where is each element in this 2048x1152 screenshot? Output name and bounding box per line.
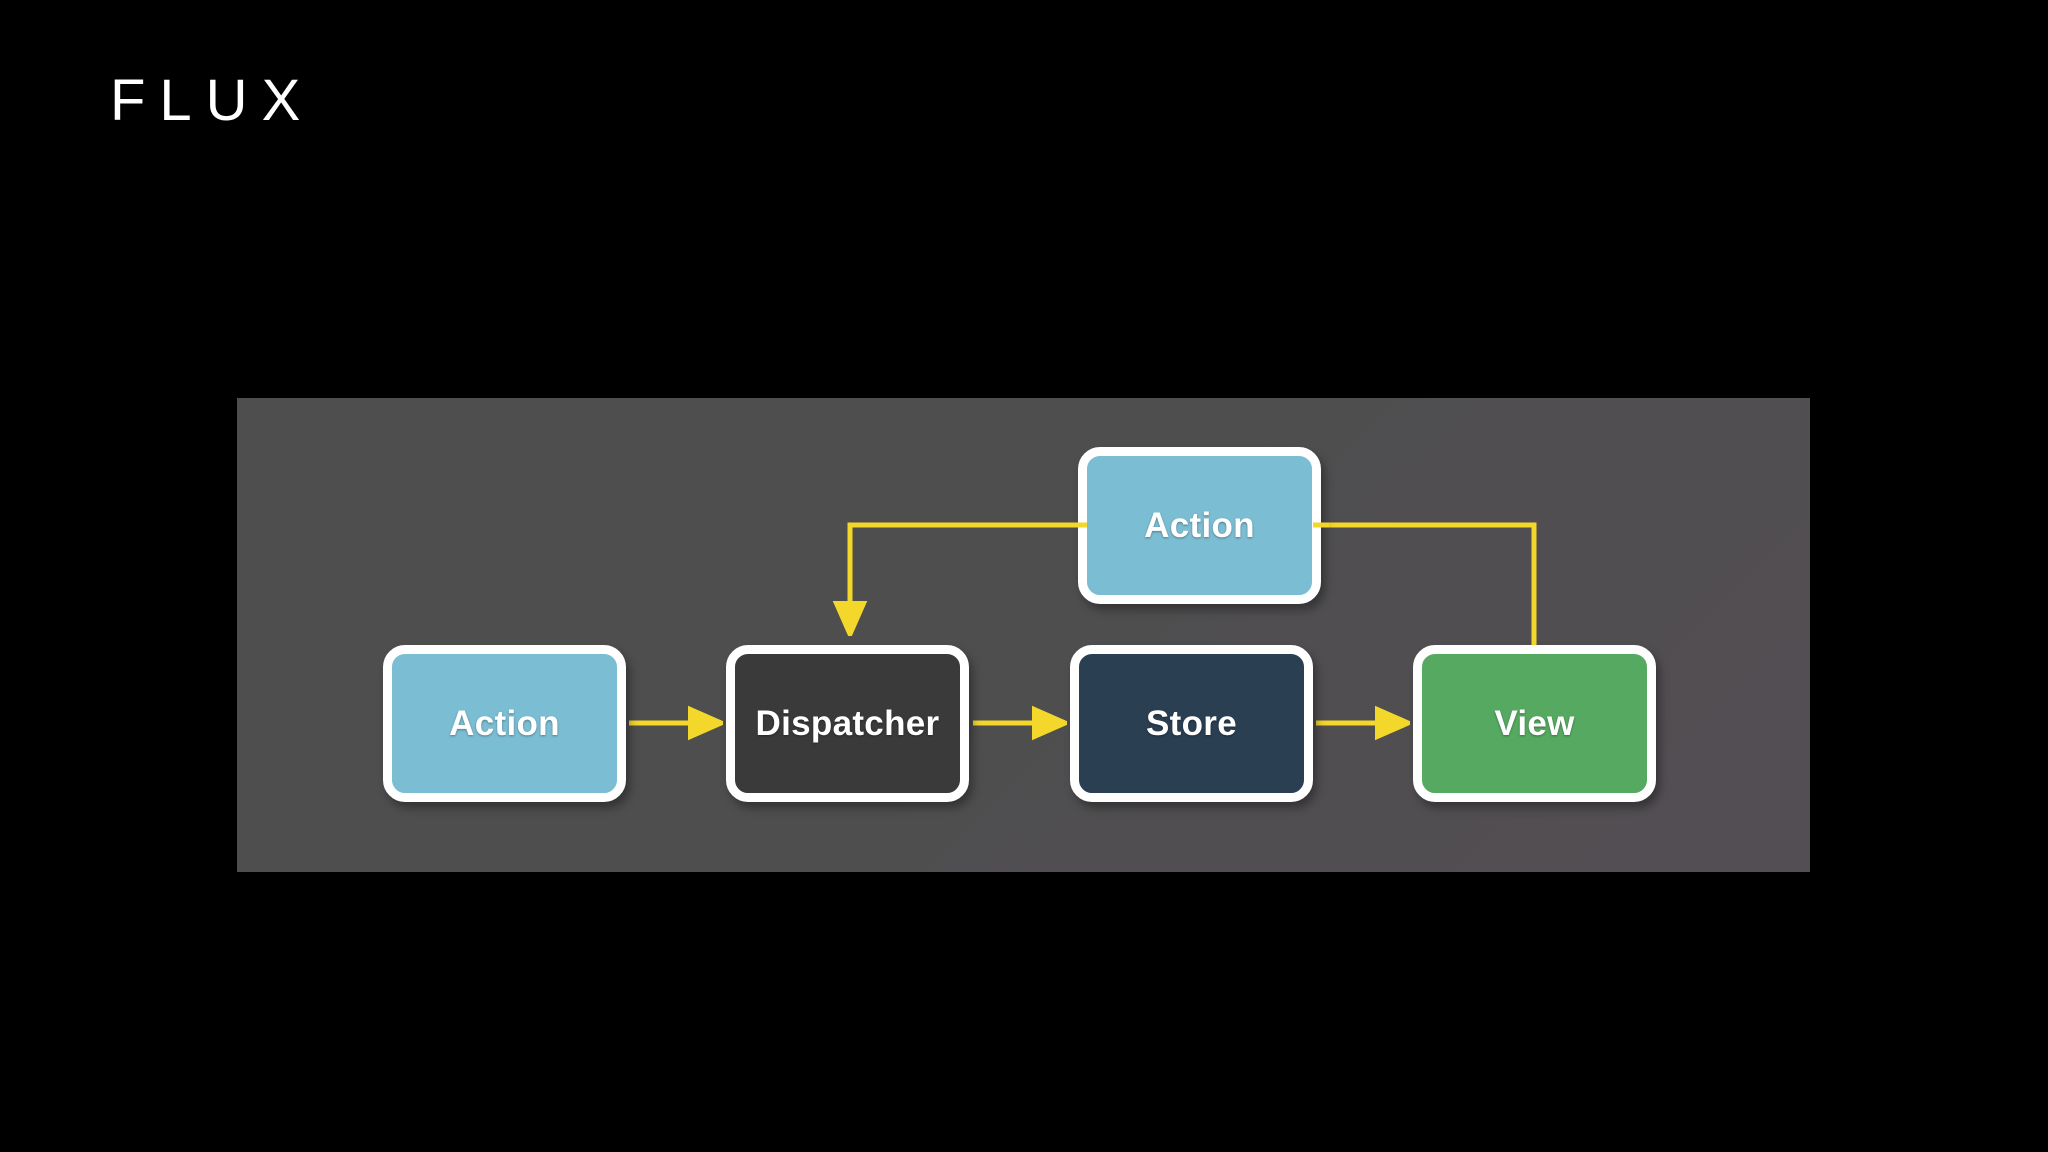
node-action-top[interactable]: Action (1078, 447, 1321, 604)
node-action-top-label: Action (1144, 505, 1255, 545)
node-dispatcher-label: Dispatcher (755, 703, 940, 743)
node-store[interactable]: Store (1070, 645, 1313, 802)
node-dispatcher[interactable]: Dispatcher (726, 645, 969, 802)
node-view[interactable]: View (1413, 645, 1656, 802)
page-title: FLUX (110, 68, 315, 133)
edge-action-top-to-dispatcher (850, 522, 1078, 631)
node-action-left-label: Action (449, 703, 560, 743)
node-view-label: View (1494, 703, 1575, 743)
edge-view-to-action-top (1321, 522, 1537, 649)
flux-flowchart: Action Dispatcher Store View Action (237, 398, 1810, 872)
node-action-left[interactable]: Action (383, 645, 626, 802)
node-store-label: Store (1146, 703, 1237, 743)
diagram-panel: Action Dispatcher Store View Action (237, 398, 1810, 872)
